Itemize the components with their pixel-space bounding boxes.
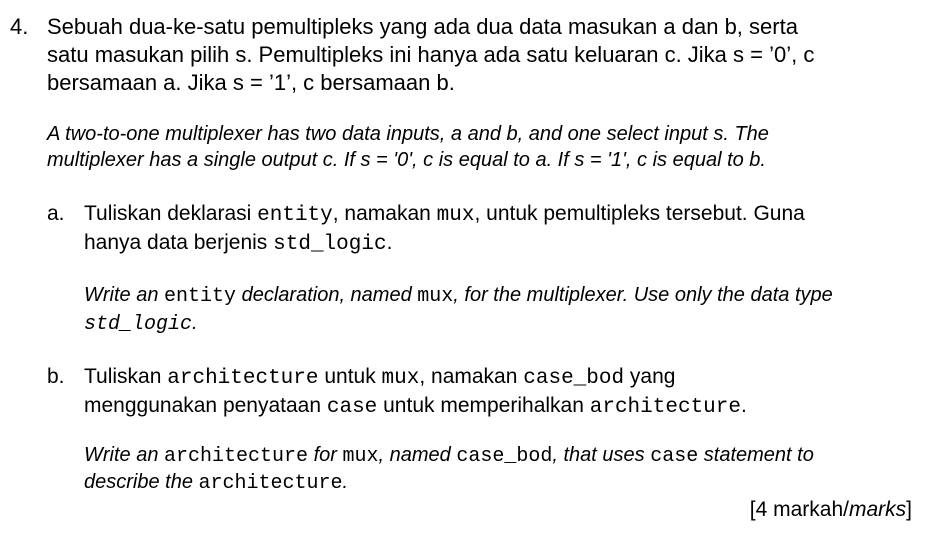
code-architecture: architecture [198, 472, 343, 495]
code-mux: mux [381, 367, 420, 390]
code-std-logic: std_logic [84, 313, 193, 336]
code-case-bod: case_bod [523, 367, 625, 390]
question-english-line-2: multiplexer has a single output c. If s … [47, 149, 766, 171]
code-case: case [326, 396, 378, 419]
code-architecture: architecture [167, 367, 319, 390]
marks-label: [4 markah/marks] [749, 498, 912, 521]
part-a-english-line-2: std_logic. [84, 312, 198, 336]
part-b-malay-line-2: menggunakan penyataan case untuk memperi… [84, 394, 747, 419]
part-a-malay-line-1: Tuliskan deklarasi entity, namakan mux, … [84, 202, 805, 227]
code-std-logic: std_logic [273, 233, 387, 256]
code-mux: mux [417, 285, 454, 308]
question-malay-line-2: satu masukan pilih s. Pemultipleks ini h… [47, 42, 815, 67]
part-a-label: a. [47, 202, 65, 225]
code-entity: entity [257, 204, 333, 227]
part-b-label: b. [47, 365, 65, 388]
code-architecture: architecture [164, 445, 309, 468]
question-malay-line-3: bersamaan a. Jika s = ’1’, c bersamaan b… [47, 70, 455, 95]
part-b-english-line-2: describe the architecture. [84, 471, 349, 495]
part-a-english-line-1: Write an entity declaration, named mux, … [84, 284, 833, 308]
part-b-english-line-1: Write an architecture for mux, named cas… [84, 444, 814, 468]
part-a-malay-line-2: hanya data berjenis std_logic. [84, 231, 393, 256]
code-case: case [650, 445, 699, 468]
code-entity: entity [164, 285, 237, 308]
code-mux: mux [342, 445, 379, 468]
code-architecture: architecture [589, 396, 741, 419]
question-malay-line-1: Sebuah dua-ke-satu pemultipleks yang ada… [47, 14, 798, 39]
question-number: 4. [10, 14, 29, 39]
code-case-bod: case_bod [456, 445, 553, 468]
part-b-malay-line-1: Tuliskan architecture untuk mux, namakan… [84, 365, 676, 390]
code-mux: mux [436, 204, 475, 227]
question-english-line-1: A two-to-one multiplexer has two data in… [47, 123, 769, 145]
